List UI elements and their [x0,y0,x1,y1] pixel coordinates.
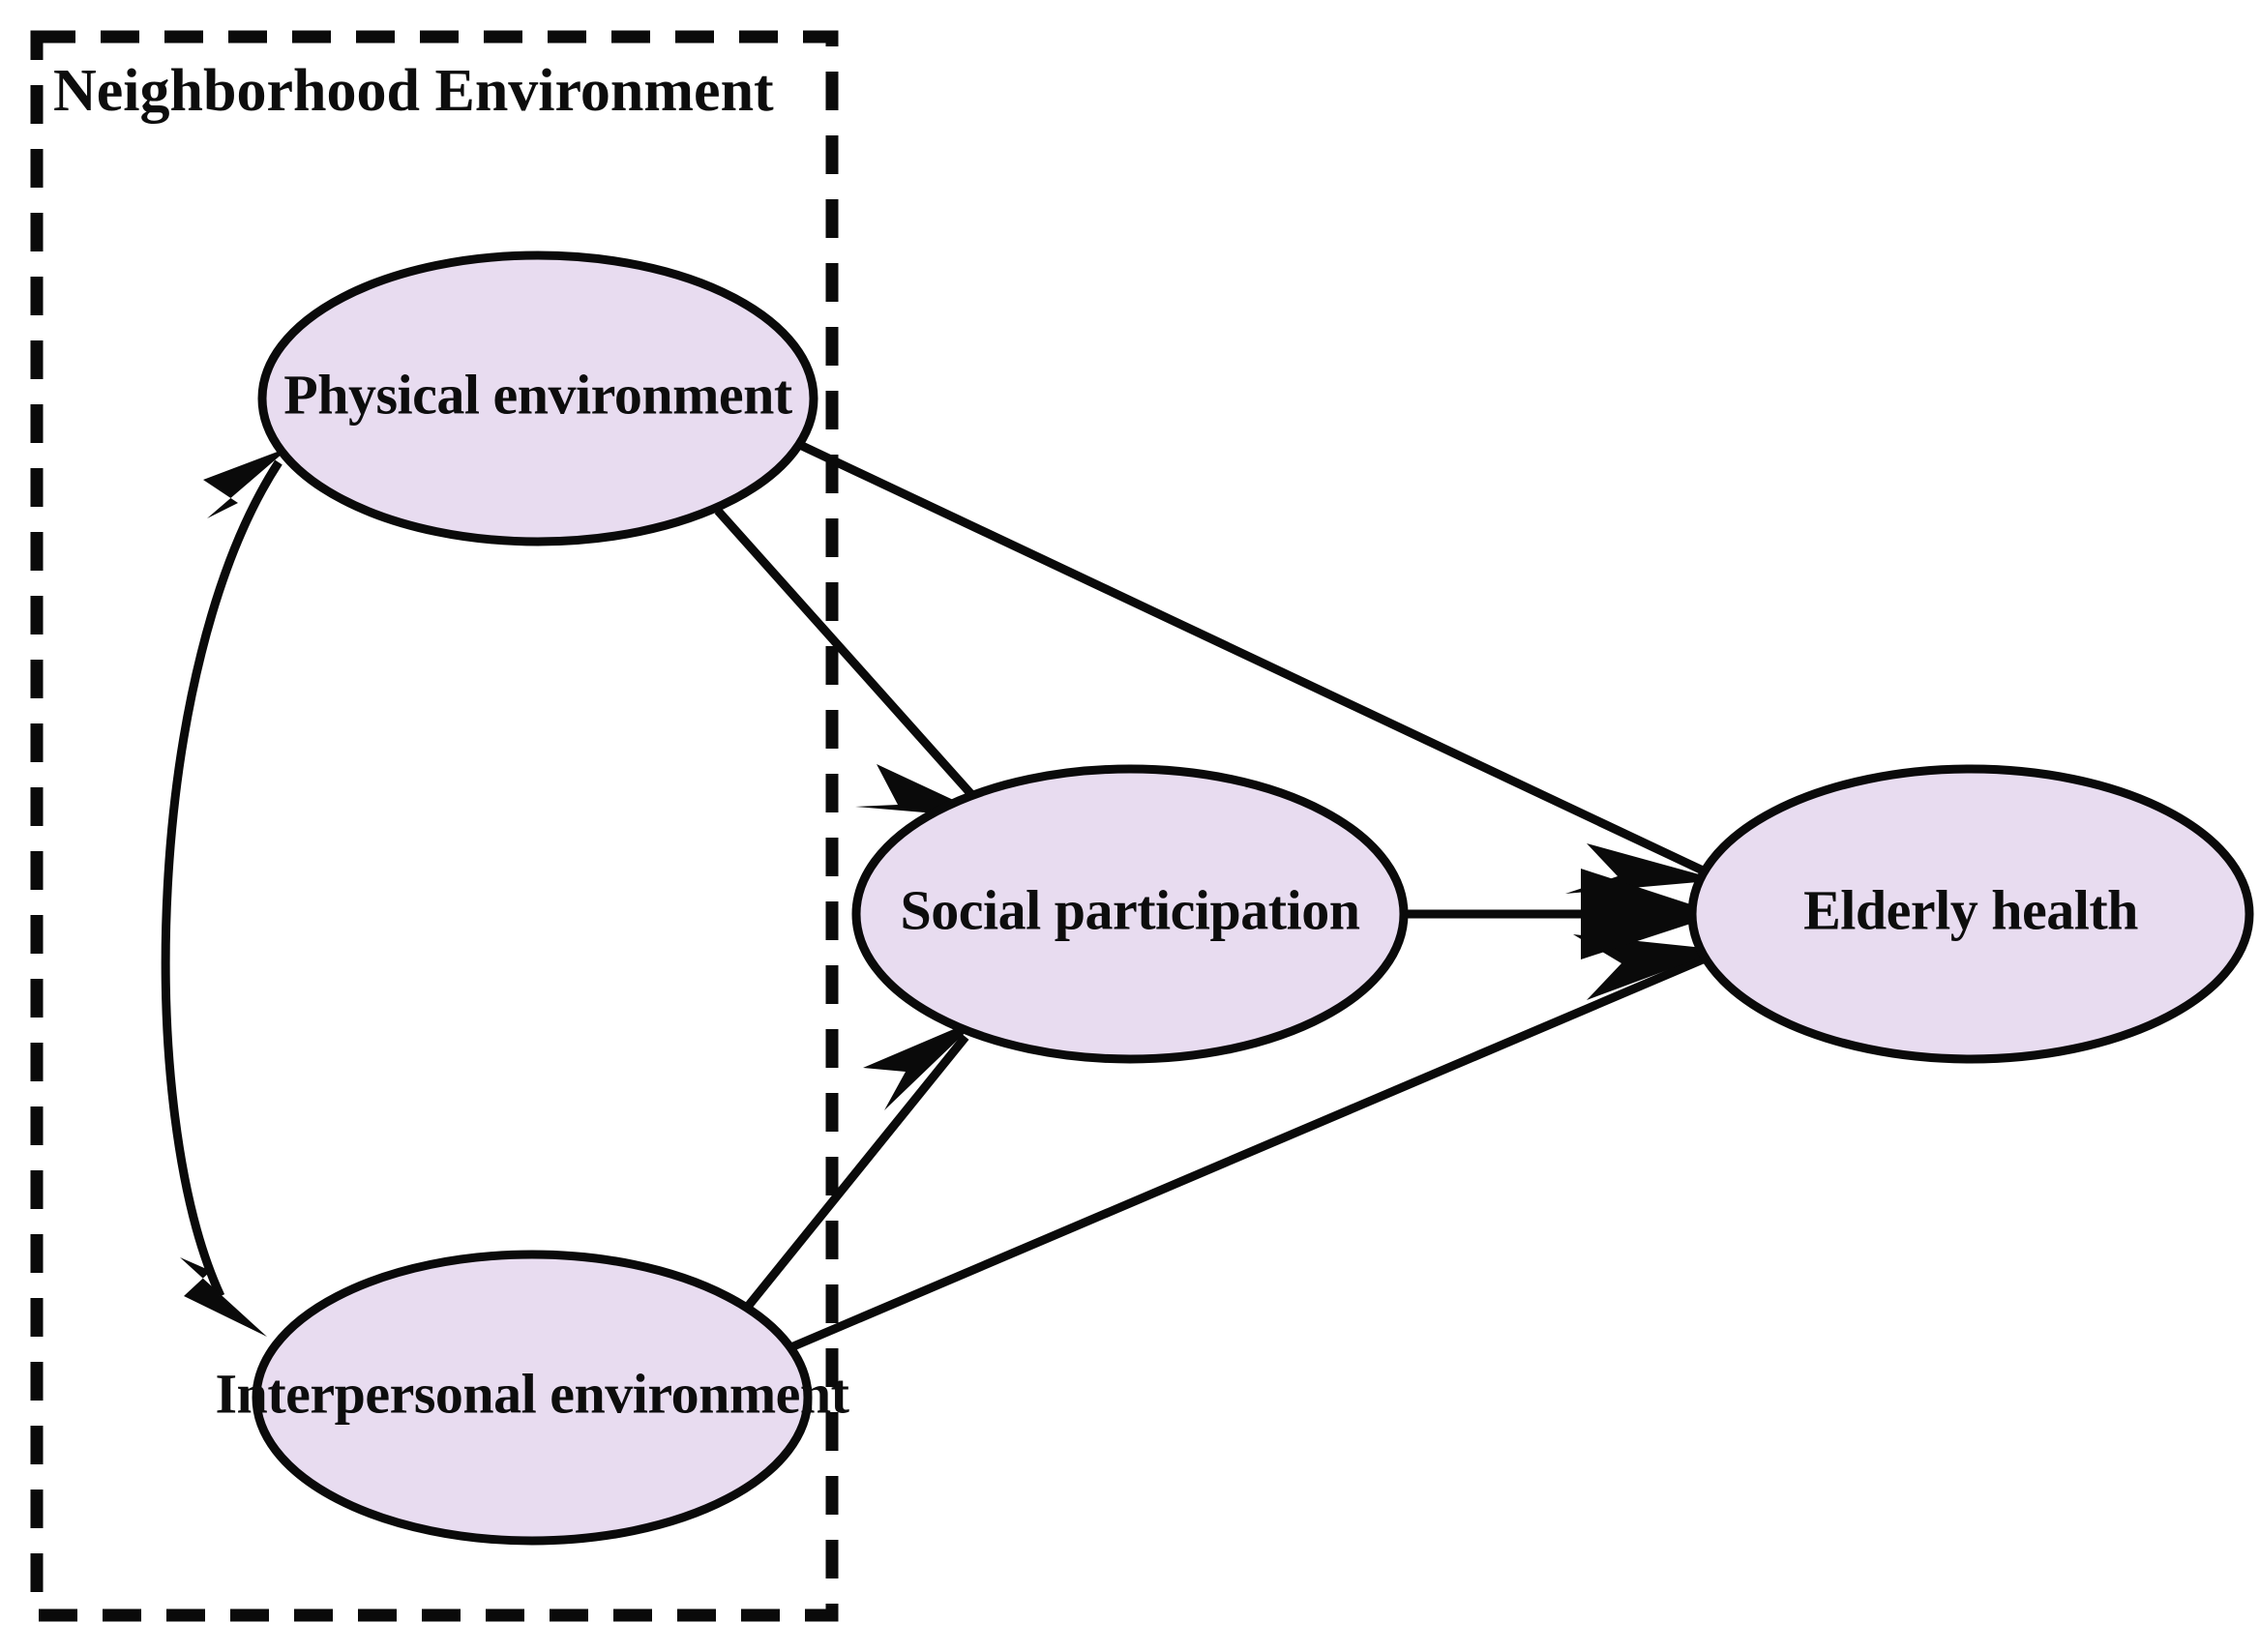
arrowhead-interpersonal-to-social [863,1018,981,1110]
physical-environment-label: Physical environment [283,363,793,426]
arrowhead-social-to-elderly [1581,869,1720,959]
edge-line-interpersonal-elderly [778,955,1705,1357]
neighborhood-environment-group: Neighborhood Environment [30,30,839,1622]
group-title: Neighborhood Environment [53,58,774,124]
interpersonal-environment-label: Interpersonal environment [215,1362,849,1425]
node-elderly-health[interactable]: Elderly health [1687,764,2254,1064]
arrowhead-to-physical [203,447,290,518]
edge-line-interpersonal-social [743,1034,969,1311]
edge-interpersonal-elderly [778,934,1722,1357]
social-participation-ellipse[interactable] [851,764,1409,1064]
edge-line-physical-social [714,508,981,804]
edge-social-elderly [1401,869,1720,959]
node-interpersonal-environment[interactable]: Interpersonal environment [215,1250,850,1546]
edge-physical-social [714,508,993,818]
edge-line-physical-elderly [782,432,1705,875]
edge-physical-interpersonal [161,447,290,1337]
elderly-health-label: Elderly health [1803,878,2138,941]
node-social-participation[interactable]: Social participation [851,764,1409,1064]
arrowhead-to-interpersonal [180,1257,267,1337]
social-participation-label: Social participation [901,878,1360,941]
physical-environment-ellipse[interactable] [257,251,818,546]
group-dashed-border [30,30,839,1622]
interpersonal-environment-ellipse[interactable] [252,1250,813,1546]
elderly-health-ellipse[interactable] [1687,764,2254,1064]
edge-line-physical-interpersonal [161,459,282,1298]
edge-interpersonal-social [743,1018,981,1311]
node-physical-environment[interactable]: Physical environment [257,251,818,546]
arrowhead-interpersonal-to-elderly [1573,934,1722,1000]
